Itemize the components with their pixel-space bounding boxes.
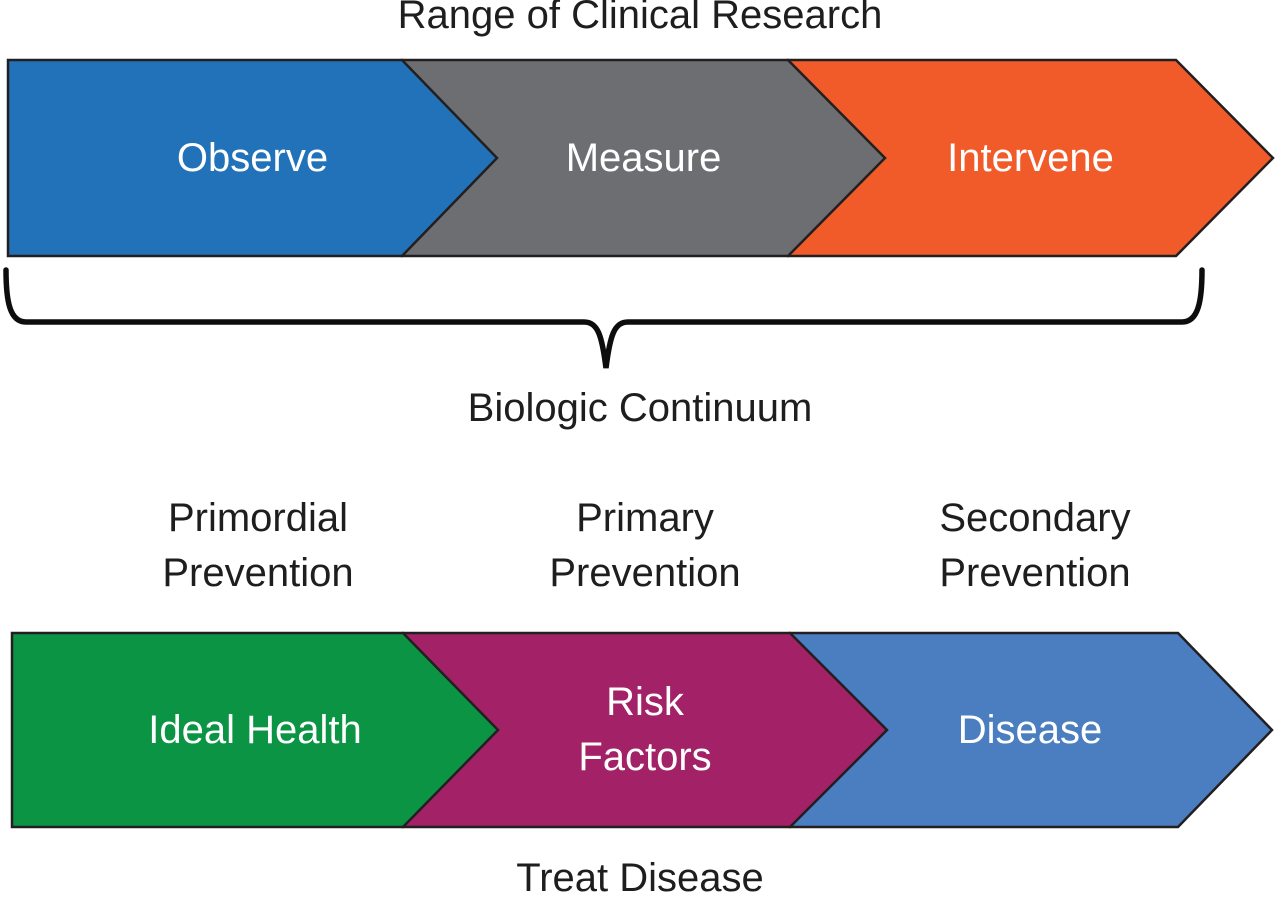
primordial-prevention-label: Primordial Prevention <box>162 496 354 595</box>
primary-prevention-label: Primary Prevention <box>549 496 741 595</box>
observe-arrow-shape <box>6 58 499 258</box>
treat-disease-label: Treat Disease <box>516 856 764 900</box>
observe-label: Observe <box>176 135 329 180</box>
intervene-label: Intervene <box>947 135 1114 180</box>
ideal-health-label: Ideal Health <box>148 707 362 752</box>
measure-label: Measure <box>565 135 722 180</box>
page-title: Range of Clinical Research <box>397 0 883 37</box>
disease-label: Disease <box>957 707 1103 752</box>
risk-factors-label: Risk Factors <box>578 680 712 779</box>
curly-brace-icon <box>3 267 1205 369</box>
secondary-prevention-label: Secondary Prevention <box>939 496 1131 595</box>
biologic-continuum-label: Biologic Continuum <box>467 386 813 430</box>
ideal-health-arrow-shape <box>10 631 500 829</box>
